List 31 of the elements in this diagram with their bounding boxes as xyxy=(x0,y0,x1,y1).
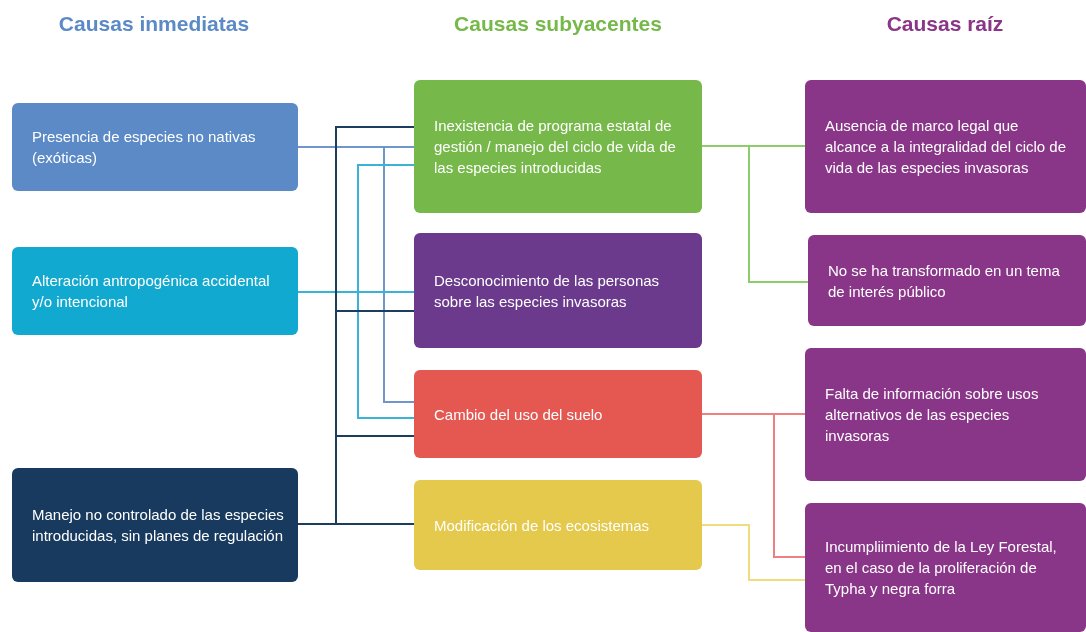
cause-box xyxy=(12,103,298,191)
cause-text: Manejo no controlado de las especies introducidas, sin planes de regulación xyxy=(32,505,284,546)
cause-box xyxy=(12,247,298,335)
connector-line xyxy=(297,146,415,403)
cause-box xyxy=(414,80,702,213)
connector-line xyxy=(701,145,809,283)
cause-box xyxy=(414,233,702,348)
cause-text: Desconocimiento de las personas sobre las especies invasoras xyxy=(434,270,661,312)
cause-text: Modificación de los ecosistemas xyxy=(434,515,650,536)
column-heading: Causas inmediatas xyxy=(57,12,251,36)
connector-line xyxy=(297,523,415,525)
cause-text: Cambio del uso del suelo xyxy=(434,404,603,425)
cause-box xyxy=(805,80,1086,213)
cause-box xyxy=(12,468,298,582)
connector-line xyxy=(701,413,806,558)
cause-text: Alteración antropogénica accidental y/o intencional xyxy=(32,271,271,312)
cause-box xyxy=(805,348,1086,481)
column-heading: Causas raíz xyxy=(885,12,1005,36)
cause-box xyxy=(808,235,1086,326)
cause-text: No se ha transformado en un tema de interés público xyxy=(828,260,1061,302)
cause-text: Presencia de especies no nativas (exóticas) xyxy=(32,127,257,168)
cause-box xyxy=(414,480,702,570)
cause-text: Inexistencia de programa estatal de gestión / manejo del ciclo de vida de las especies introducidas xyxy=(434,116,677,178)
cause-text: Incumpliimiento de la Ley Forestal, en el caso de la proliferación de Typha y negra forra xyxy=(825,537,1058,599)
cause-text: Falta de información sobre usos alternativos de las especies invasoras xyxy=(825,384,1040,446)
cause-box xyxy=(805,503,1086,632)
cause-box xyxy=(414,370,702,458)
cause-text: Ausencia de marco legal que alcance a la integralidad del ciclo de vida de las especies invasoras xyxy=(825,116,1067,178)
column-heading: Causas subyacentes xyxy=(453,12,663,36)
connector-line xyxy=(701,524,806,581)
connector-line xyxy=(297,291,415,419)
